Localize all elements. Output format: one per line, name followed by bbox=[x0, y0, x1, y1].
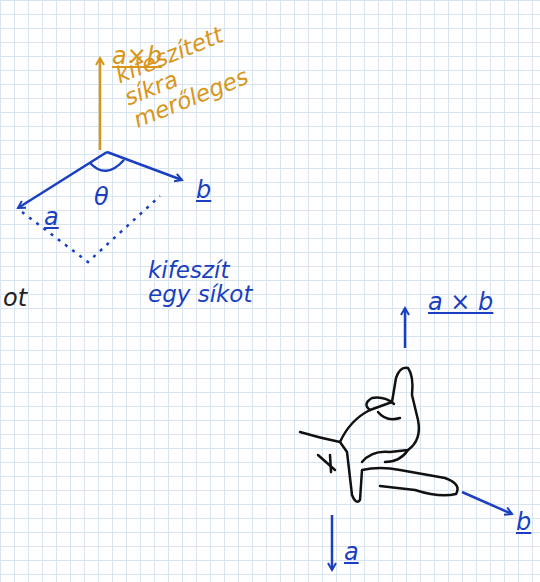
angle-arc bbox=[90, 160, 124, 171]
note-text: kifeszített síkra merőleges bbox=[112, 3, 292, 132]
vector-label: b bbox=[196, 178, 211, 203]
angle-label: θ bbox=[94, 185, 109, 210]
vector-label: a bbox=[44, 205, 59, 230]
right-hand-sketch bbox=[300, 368, 458, 502]
vector-label: a bbox=[344, 540, 359, 565]
note-text: kifeszít egy síkot bbox=[148, 258, 258, 306]
normal-arrow bbox=[99, 58, 102, 150]
vector-label: a × b bbox=[428, 290, 493, 315]
cut-text: ot bbox=[3, 286, 27, 311]
vector-label: b bbox=[516, 510, 531, 535]
cross-arrow bbox=[404, 308, 407, 348]
parallelogram-outline bbox=[22, 196, 160, 262]
vector-a-arrow bbox=[331, 515, 334, 570]
vector-a-arrow bbox=[18, 152, 107, 208]
vector-b-arrow bbox=[462, 492, 512, 514]
